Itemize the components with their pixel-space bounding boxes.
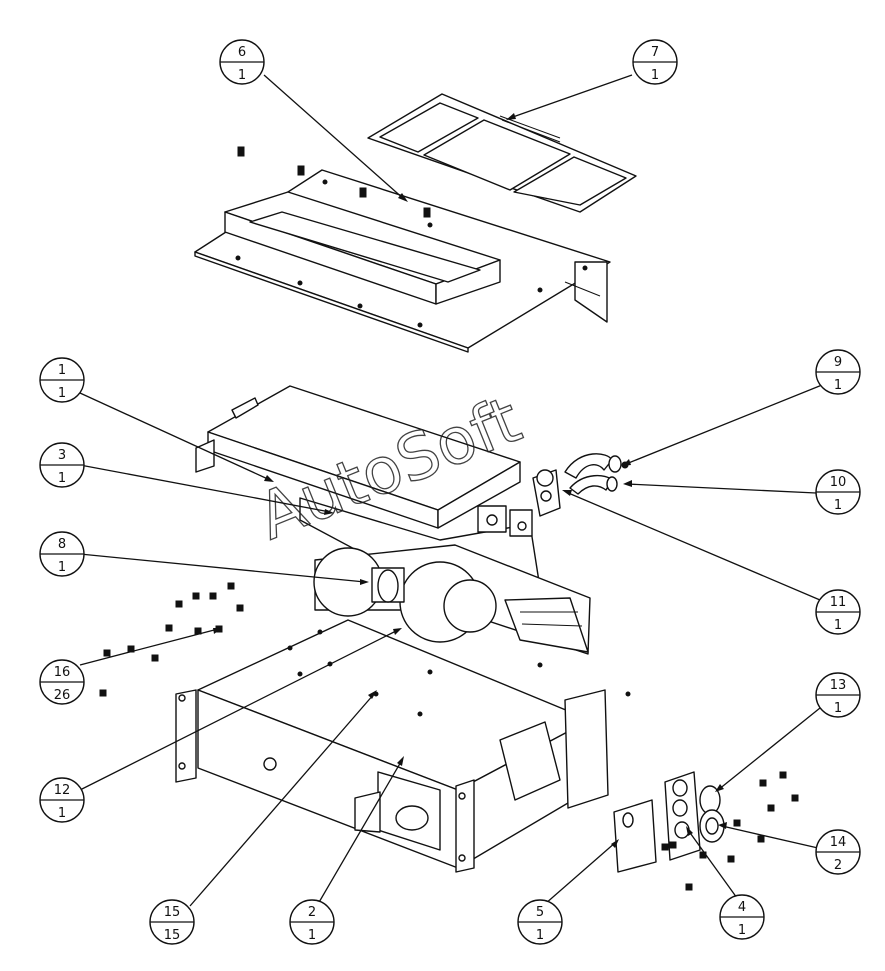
callout-15-qty: 15 — [164, 928, 181, 943]
callout-11: 11 1 — [815, 589, 861, 635]
side-panels — [613, 771, 799, 891]
callout-12: 12 1 — [39, 777, 85, 823]
top-cover-assembly — [194, 109, 611, 353]
callout-16-qty: 26 — [54, 688, 71, 703]
callout-10-qty: 1 — [834, 498, 842, 513]
callout-5-qty: 1 — [536, 928, 544, 943]
callout-14-item: 14 — [830, 835, 847, 850]
callout-9: 9 1 — [815, 349, 861, 395]
callout-13-qty: 1 — [834, 701, 842, 716]
callout-1: 1 1 — [39, 357, 85, 403]
callout-8: 8 1 — [39, 531, 85, 577]
callout-15: 15 15 — [149, 899, 195, 945]
callout-9-item: 9 — [834, 355, 842, 370]
filter-frame — [367, 93, 637, 213]
callout-14-qty: 2 — [834, 858, 842, 873]
callout-7-item: 7 — [651, 45, 659, 60]
callout-3-qty: 1 — [58, 471, 66, 486]
callout-2-qty: 1 — [308, 928, 316, 943]
callout-12-qty: 1 — [58, 806, 66, 821]
callout-1-item: 1 — [58, 363, 66, 378]
callout-10-item: 10 — [830, 475, 847, 490]
callout-8-qty: 1 — [58, 560, 66, 575]
callout-11-item: 11 — [830, 595, 847, 610]
callout-15-item: 15 — [164, 905, 181, 920]
callout-2-item: 2 — [308, 905, 316, 920]
callout-13-item: 13 — [830, 678, 847, 693]
callout-7-qty: 1 — [651, 68, 659, 83]
callout-3: 3 1 — [39, 442, 85, 488]
callout-1-qty: 1 — [58, 386, 66, 401]
callout-8-item: 8 — [58, 537, 66, 552]
callout-6: 6 1 — [219, 39, 265, 85]
callout-5-item: 5 — [536, 905, 544, 920]
callout-5: 5 1 — [517, 899, 563, 945]
callout-4-qty: 1 — [738, 923, 746, 938]
callout-3-item: 3 — [58, 448, 66, 463]
callout-6-item: 6 — [238, 45, 246, 60]
callout-4: 4 1 — [719, 894, 765, 940]
callout-14: 14 2 — [815, 829, 861, 875]
pipe-elbows — [564, 453, 629, 495]
callout-6-qty: 1 — [238, 68, 246, 83]
callout-11-qty: 1 — [834, 618, 842, 633]
callout-16-item: 16 — [54, 665, 71, 680]
screws — [99, 582, 244, 697]
coil-assembly — [195, 385, 561, 589]
callout-4-item: 4 — [738, 900, 746, 915]
blower-assembly — [313, 544, 591, 655]
leader-lines — [79, 74, 823, 907]
callout-2: 2 1 — [289, 899, 335, 945]
callout-9-qty: 1 — [834, 378, 842, 393]
callout-7: 7 1 — [632, 39, 678, 85]
callout-12-item: 12 — [54, 783, 71, 798]
callout-10: 10 1 — [815, 469, 861, 515]
main-housing — [175, 619, 631, 873]
callout-16: 16 26 — [39, 659, 85, 705]
callout-13: 13 1 — [815, 672, 861, 718]
